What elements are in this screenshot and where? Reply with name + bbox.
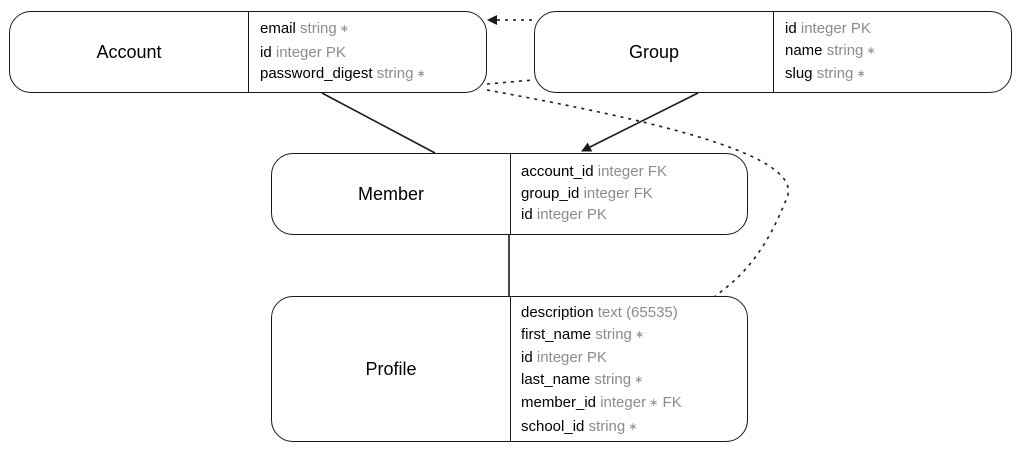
attribute-type: integer [583, 184, 630, 202]
required-asterisk-icon: ∗ [853, 68, 866, 80]
attribute-type: text (65535) [597, 304, 678, 321]
attribute-name: school_id [521, 417, 585, 435]
attribute-row: id integer PK [521, 347, 682, 369]
edge-account-member [321, 92, 436, 154]
attribute-type: integer [536, 206, 583, 223]
attribute-name: email [260, 20, 296, 37]
attribute-key: FK [633, 184, 653, 202]
attribute-name: slug [785, 65, 813, 82]
attribute-name: id [521, 206, 533, 223]
attribute-key: PK [586, 206, 607, 223]
edge-account-profile-dotted [486, 89, 790, 297]
attribute-key: PK [325, 43, 346, 61]
attribute-list: description text (65535)first_name strin… [521, 302, 682, 439]
attribute-name: id [785, 20, 797, 37]
attribute-row: description text (65535) [521, 302, 682, 324]
attribute-name: id [521, 349, 533, 366]
attribute-row: first_name string ∗ [521, 324, 682, 348]
attribute-row: school_id string ∗ [521, 416, 682, 440]
attribute-name: description [521, 304, 594, 321]
attribute-type: integer [600, 394, 647, 411]
attribute-row: slug string ∗ [785, 63, 876, 87]
required-asterisk-icon: ∗ [336, 23, 349, 35]
attribute-row: email string ∗ [260, 18, 426, 42]
attribute-name: id [260, 43, 272, 61]
attribute-name: first_name [521, 325, 592, 343]
attribute-name: account_id [521, 163, 594, 180]
entity-divider [510, 297, 511, 441]
required-asterisk-icon: ∗ [631, 373, 644, 386]
entity-divider [510, 154, 511, 234]
attribute-row: id integer PK [521, 204, 667, 226]
attribute-type: string [826, 41, 864, 59]
entity-title: Member [357, 183, 424, 204]
attribute-row: name string ∗ [785, 40, 876, 64]
attribute-type: string [816, 65, 854, 82]
attribute-type: string [595, 325, 632, 343]
attribute-name: password_digest [260, 65, 373, 82]
required-asterisk-icon: ∗ [413, 68, 426, 80]
required-asterisk-icon: ∗ [631, 328, 645, 341]
entity-divider [248, 12, 249, 92]
attribute-key: FK [662, 394, 682, 411]
attribute-key: FK [647, 163, 667, 180]
required-asterisk-icon: ∗ [863, 44, 876, 57]
attribute-name: last_name [521, 370, 591, 388]
entity-title: Account [96, 41, 162, 62]
edge-group-member [581, 92, 699, 152]
attribute-key: PK [850, 20, 871, 37]
attribute-type: integer [800, 20, 847, 37]
attribute-key: PK [586, 349, 607, 366]
attribute-row: account_id integer FK [521, 161, 667, 183]
attribute-row: last_name string ∗ [521, 369, 682, 393]
attribute-type: string [594, 370, 632, 388]
required-asterisk-icon: ∗ [646, 397, 659, 409]
entity-divider [773, 12, 774, 92]
attribute-row: id integer PK [260, 42, 426, 64]
attribute-row: password_digest string ∗ [260, 63, 426, 87]
attribute-type: string [588, 417, 626, 435]
attribute-type: integer [275, 43, 322, 61]
attribute-type: string [300, 20, 337, 37]
attribute-name: member_id [521, 394, 597, 411]
required-asterisk-icon: ∗ [625, 420, 638, 433]
attribute-name: group_id [521, 184, 580, 202]
attribute-row: group_id integer FK [521, 183, 667, 205]
entity-title: Profile [365, 358, 417, 379]
entity-title: Group [628, 41, 680, 62]
entity-profile[interactable]: Profile description text (65535)first_na… [271, 296, 748, 442]
attribute-type: integer [597, 163, 644, 180]
attribute-name: name [785, 41, 823, 59]
edge-account-group-dotted-lower [486, 79, 534, 85]
attribute-type: string [376, 65, 414, 82]
attribute-row: id integer PK [785, 18, 876, 40]
attribute-row: member_id integer ∗ FK [521, 392, 682, 416]
attribute-type: integer [536, 349, 583, 366]
